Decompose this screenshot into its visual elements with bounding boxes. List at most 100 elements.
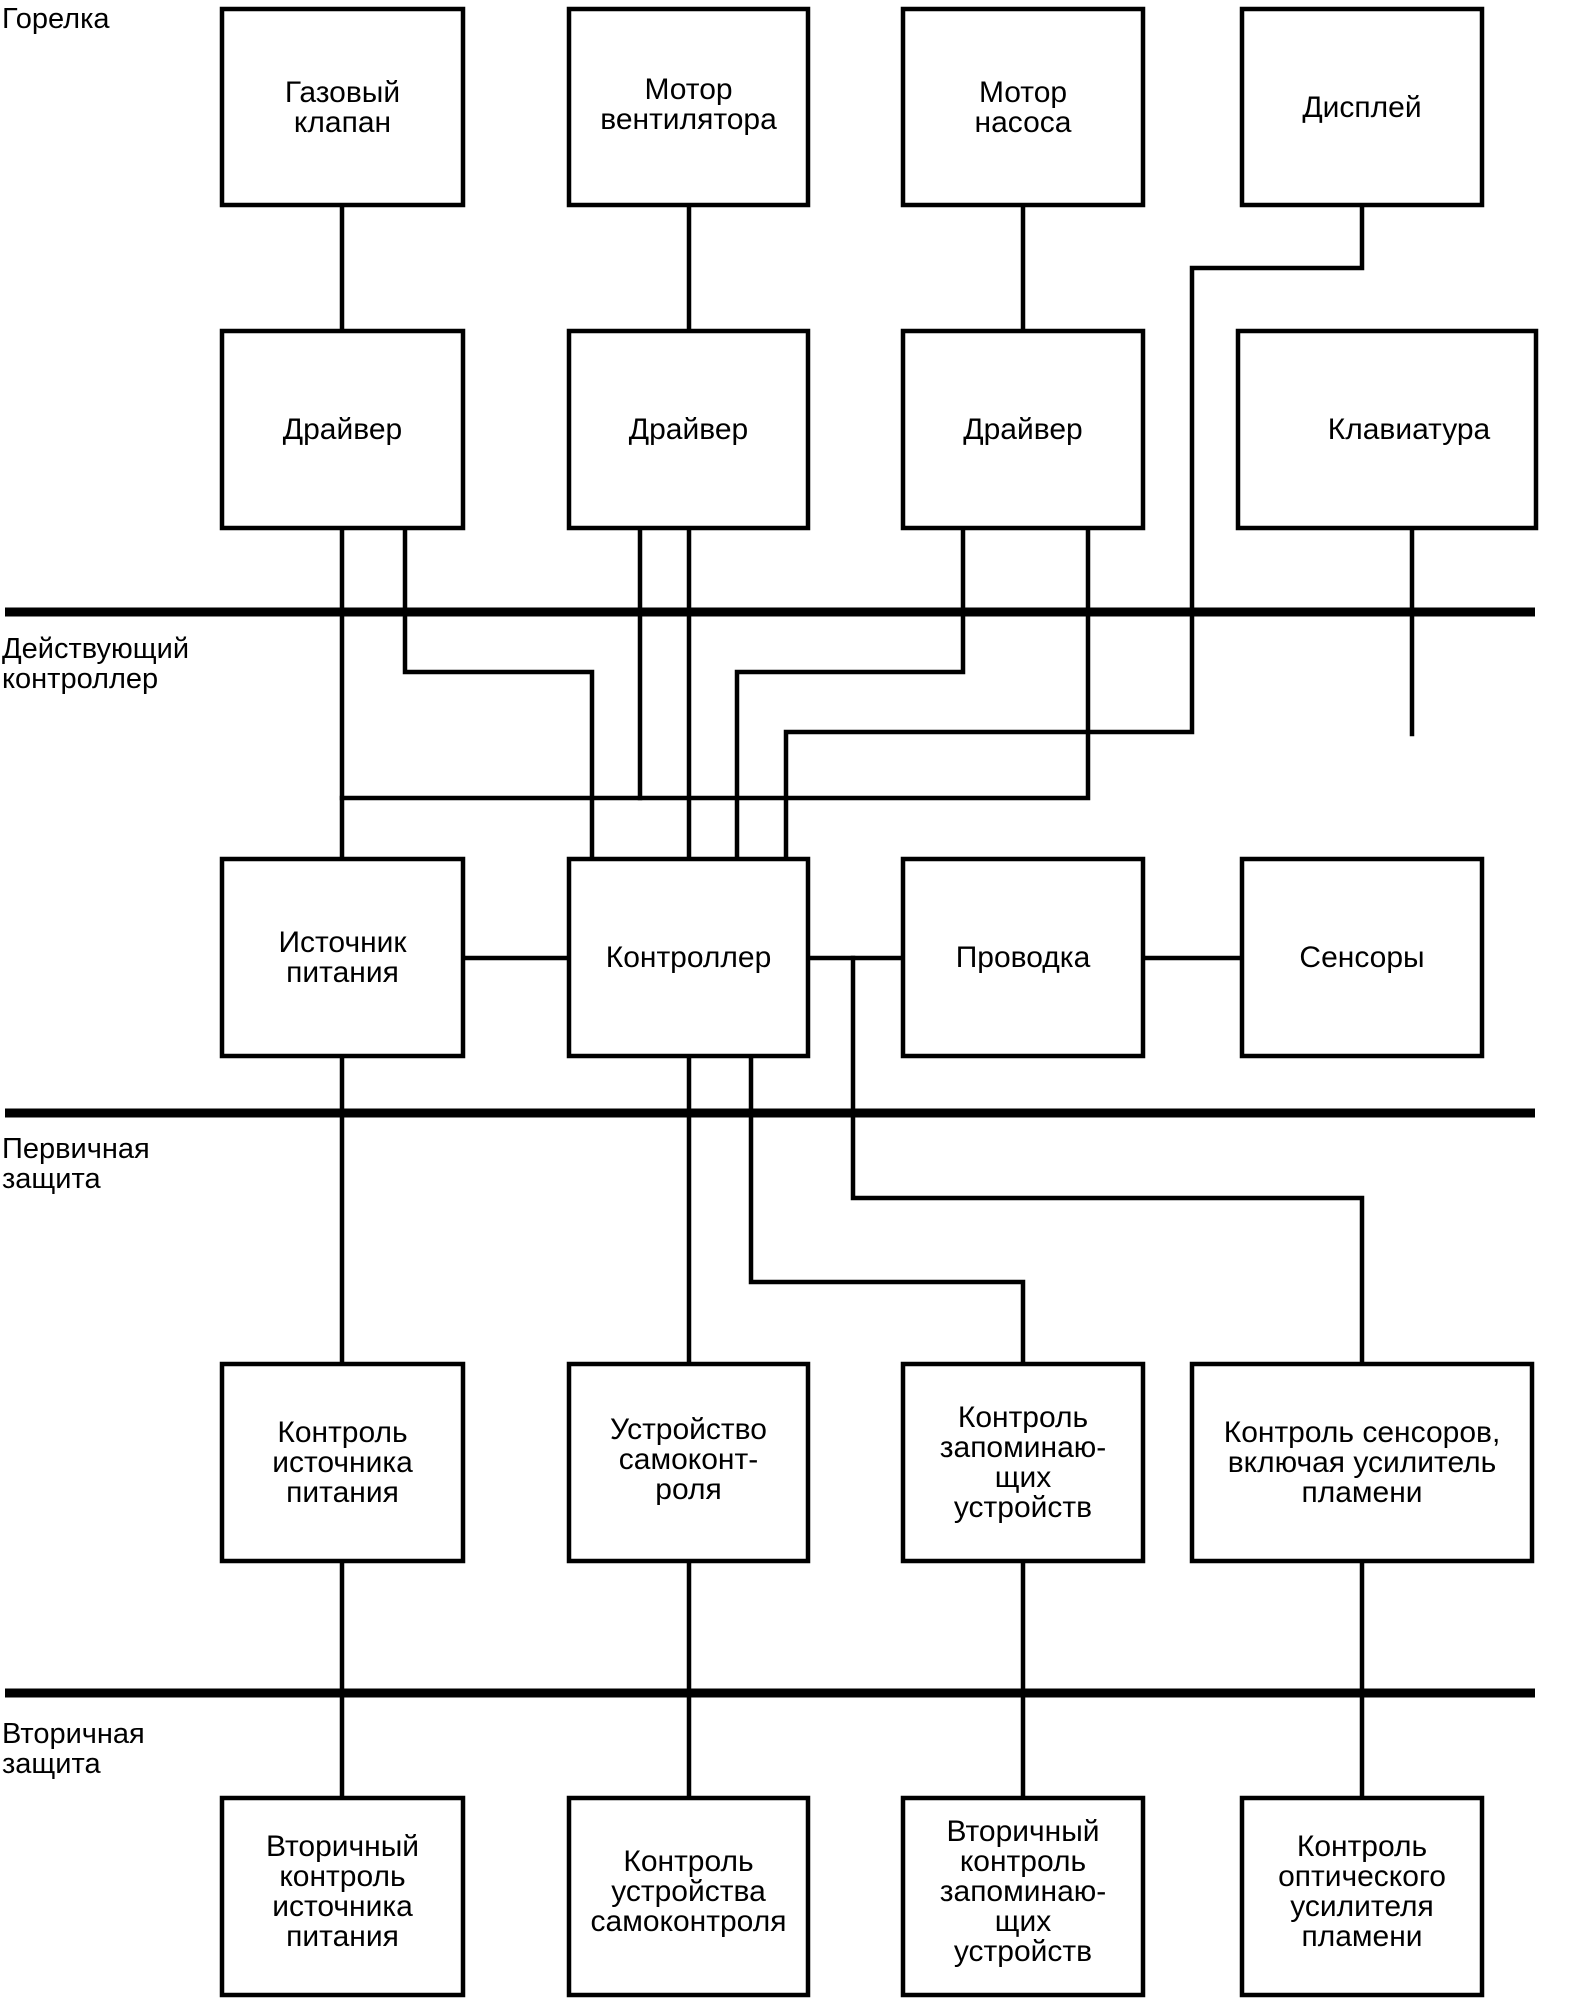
self-test-monitor-label-line-2: устройства bbox=[611, 1875, 766, 1908]
display-block: Дисплей bbox=[1239, 6, 1485, 208]
secondary-power-monitor-label-line-2: контроль bbox=[279, 1860, 405, 1893]
keyboard-label: Клавиатура bbox=[1328, 413, 1491, 446]
wiring-label: Проводка bbox=[956, 941, 1091, 974]
gas-valve-label-line-1: Газовый bbox=[285, 76, 400, 109]
driver-2-label-line-1: Драйвер bbox=[629, 413, 748, 446]
driver-1-label: Драйвер bbox=[283, 413, 402, 446]
wire-controller-memory-monitor bbox=[748, 1053, 1026, 1367]
driver-3-label: Драйвер bbox=[963, 413, 1082, 446]
wire-driver3-controller bbox=[734, 525, 966, 862]
power-supply-monitor-label-line-2: источника bbox=[272, 1446, 413, 1479]
secondary-memory-monitor-label-line-3: запоминаю- bbox=[940, 1875, 1107, 1908]
pump-motor-label-line-2: насоса bbox=[975, 106, 1072, 139]
gas-valve-label-line-2: клапан bbox=[294, 106, 391, 139]
sensor-monitor-label-line-1: Контроль сенсоров, bbox=[1224, 1416, 1501, 1449]
wire-display-controller bbox=[783, 202, 1365, 862]
zone-label-primary-protection-line-1: Первичная bbox=[2, 1133, 150, 1165]
secondary-memory-monitor-label-line-4: щих bbox=[995, 1905, 1051, 1938]
display-label-line-1: Дисплей bbox=[1302, 91, 1421, 124]
sensor-monitor-label-line-3: пламени bbox=[1301, 1476, 1422, 1509]
optical-amp-monitor-label-line-1: Контроль bbox=[1297, 1830, 1427, 1863]
power-supply-monitor-label-line-3: питания bbox=[286, 1476, 399, 1509]
wire-driver1-controller bbox=[402, 525, 595, 862]
power-supply-monitor-label-line-1: Контроль bbox=[277, 1416, 407, 1449]
secondary-memory-monitor-label-line-2: контроль bbox=[960, 1845, 1086, 1878]
keyboard-label-line-1: Клавиатура bbox=[1328, 413, 1491, 446]
driver-2-block: Драйвер bbox=[566, 328, 811, 531]
driver-3-block: Драйвер bbox=[900, 328, 1146, 531]
zone-label-burner: Горелка bbox=[2, 3, 110, 35]
self-test-device-label-line-1: Устройство bbox=[610, 1413, 767, 1446]
memory-monitor-label-line-1: Контроль bbox=[958, 1401, 1088, 1434]
optical-amp-monitor-label-line-2: оптического bbox=[1278, 1860, 1446, 1893]
self-test-monitor-label-line-3: самоконтроля bbox=[591, 1905, 787, 1938]
power-supply-label-line-2: питания bbox=[286, 956, 399, 989]
controller-label-line-1: Контроллер bbox=[606, 941, 772, 974]
pump-motor-label-line-1: Мотор bbox=[979, 76, 1067, 109]
driver-3-label-line-1: Драйвер bbox=[963, 413, 1082, 446]
display-label: Дисплей bbox=[1302, 91, 1421, 124]
zone-label-primary-protection-line-2: защита bbox=[2, 1163, 101, 1195]
keyboard-block: Клавиатура bbox=[1235, 328, 1539, 531]
optical-amp-monitor-label-line-3: усилителя bbox=[1290, 1890, 1434, 1923]
fan-motor-label-line-1: Мотор bbox=[644, 73, 732, 106]
wiring-label-line-1: Проводка bbox=[956, 941, 1091, 974]
controller-label: Контроллер bbox=[606, 941, 772, 974]
power-supply-label-line-1: Источник bbox=[278, 926, 407, 959]
wire-controller-sensor-monitor bbox=[850, 955, 1365, 1367]
sensors-label: Сенсоры bbox=[1299, 941, 1424, 974]
wiring-block: Проводка bbox=[900, 856, 1146, 1059]
optical-amp-monitor-label-line-4: пламени bbox=[1301, 1920, 1422, 1953]
secondary-memory-monitor-label-line-1: Вторичный bbox=[946, 1815, 1099, 1848]
zone-label-operating-controller-line-1: Действующий bbox=[2, 633, 189, 665]
sensors-block: Сенсоры bbox=[1239, 856, 1485, 1059]
secondary-power-monitor-label-line-4: питания bbox=[286, 1920, 399, 1953]
memory-monitor-label-line-4: устройств bbox=[954, 1491, 1092, 1524]
memory-monitor-label-line-2: запоминаю- bbox=[940, 1431, 1107, 1464]
zone-label-secondary-protection-line-1: Вторичная bbox=[2, 1718, 145, 1750]
self-test-monitor-label-line-1: Контроль bbox=[623, 1845, 753, 1878]
connection-wires bbox=[339, 202, 1415, 1801]
wire-power-bus bbox=[339, 525, 1091, 801]
zone-label-operating-controller-line-2: контроллер bbox=[2, 663, 158, 695]
fan-motor-label-line-2: вентилятора bbox=[600, 103, 777, 136]
secondary-memory-monitor-label-line-5: устройств bbox=[954, 1935, 1092, 1968]
driver-1-block: Драйвер bbox=[219, 328, 466, 531]
secondary-power-monitor-label-line-3: источника bbox=[272, 1890, 413, 1923]
zone-label-secondary-protection-line-2: защита bbox=[2, 1748, 101, 1780]
zone-label-burner-line-1: Горелка bbox=[2, 3, 110, 35]
sensor-monitor-label-line-2: включая усилитель bbox=[1228, 1446, 1497, 1479]
secondary-power-monitor-label-line-1: Вторичный bbox=[266, 1830, 419, 1863]
self-test-device-label-line-2: самоконт- bbox=[619, 1443, 758, 1476]
zone-dividers bbox=[5, 607, 1535, 1698]
